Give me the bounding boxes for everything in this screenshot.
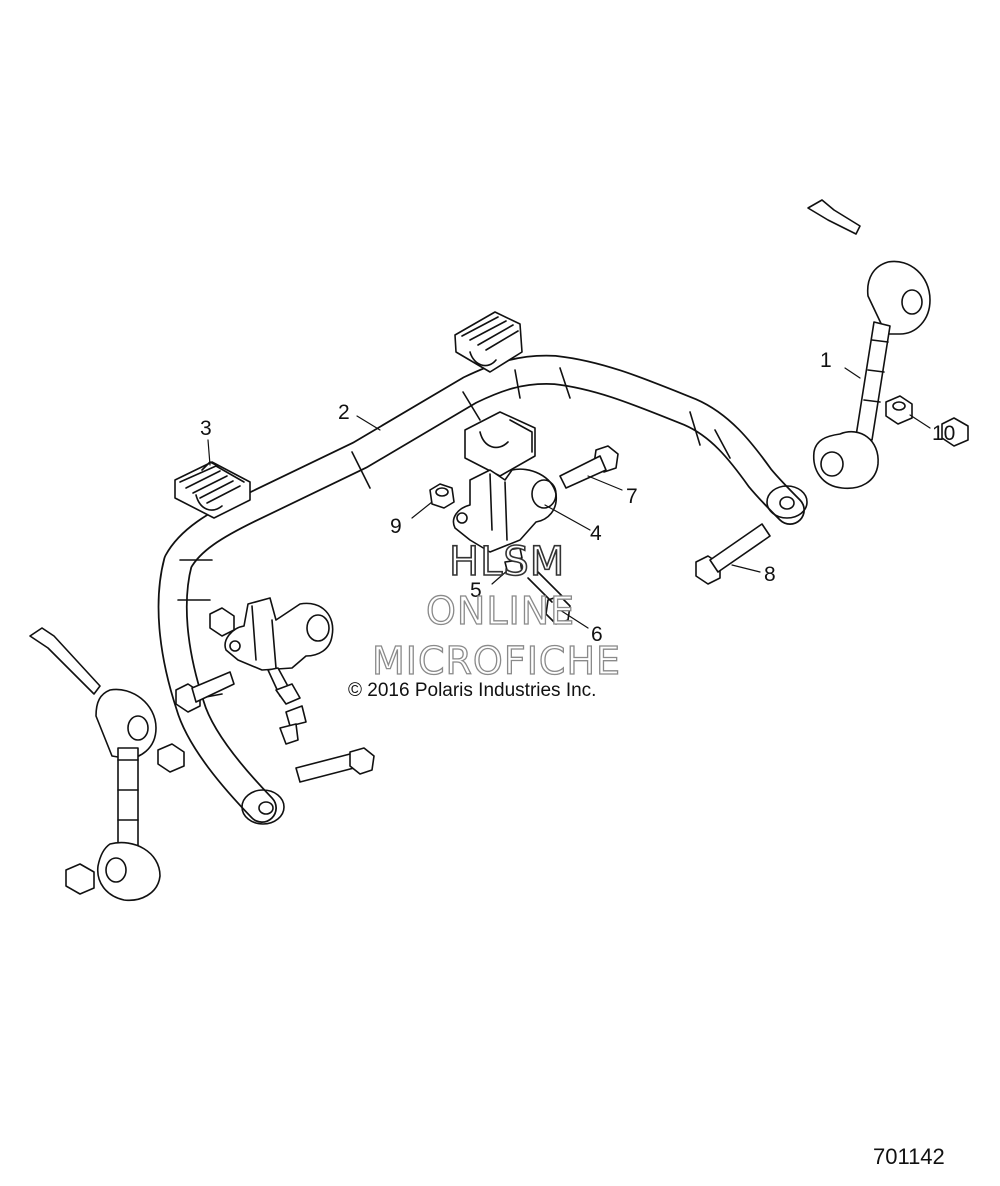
leader-3 — [207, 439, 211, 466]
bushing-left — [174, 461, 251, 519]
leader-2 — [356, 415, 381, 431]
leader-5 — [491, 569, 509, 585]
watermark-line-3: MICROFICHE — [371, 639, 622, 683]
callout-3: 3 — [200, 417, 212, 440]
callout-1: 1 — [820, 349, 832, 372]
nut-right-upper — [941, 417, 969, 447]
nut-left-bracket — [209, 607, 235, 637]
callout-4: 4 — [590, 522, 602, 545]
bolt-left-bracket — [267, 667, 301, 705]
nut-10 — [885, 395, 913, 425]
leader-10 — [909, 414, 931, 429]
leader-6 — [559, 609, 589, 629]
callout-7: 7 — [626, 485, 638, 508]
bracket-left — [224, 597, 334, 671]
bolt-center-small — [527, 571, 571, 625]
link-right — [807, 199, 931, 490]
bolt-left-bottom — [295, 747, 375, 783]
bolt-8 — [695, 523, 771, 585]
nut-left-bottom — [65, 863, 95, 895]
bushing-center — [464, 411, 536, 477]
bolt-7 — [559, 445, 619, 489]
grease-fitting-center — [504, 547, 523, 575]
nut-9 — [429, 483, 455, 509]
grease-fitting-left — [279, 705, 307, 745]
bracket-center — [452, 468, 558, 553]
diagram-id: 701142 — [873, 1144, 945, 1169]
leader-1 — [844, 367, 861, 379]
leader-4 — [544, 504, 591, 531]
bushing-upper — [454, 311, 523, 373]
callout-5: 5 — [470, 579, 482, 602]
callout-10: 10 — [932, 422, 956, 445]
leader-7 — [587, 475, 623, 491]
callout-8: 8 — [764, 563, 776, 586]
bolt-left-lower — [175, 671, 235, 713]
callout-2: 2 — [338, 401, 350, 424]
leader-lines — [207, 367, 931, 629]
callout-9: 9 — [390, 515, 402, 538]
link-left — [29, 627, 161, 902]
nut-left-link — [157, 743, 185, 773]
copyright-text: © 2016 Polaris Industries Inc. — [348, 680, 597, 701]
leader-8 — [731, 564, 761, 573]
callout-6: 6 — [591, 623, 603, 646]
watermark-line-1: HLSM — [448, 539, 566, 585]
leader-9 — [411, 501, 433, 519]
watermark-line-2: ONLINE — [425, 589, 576, 633]
